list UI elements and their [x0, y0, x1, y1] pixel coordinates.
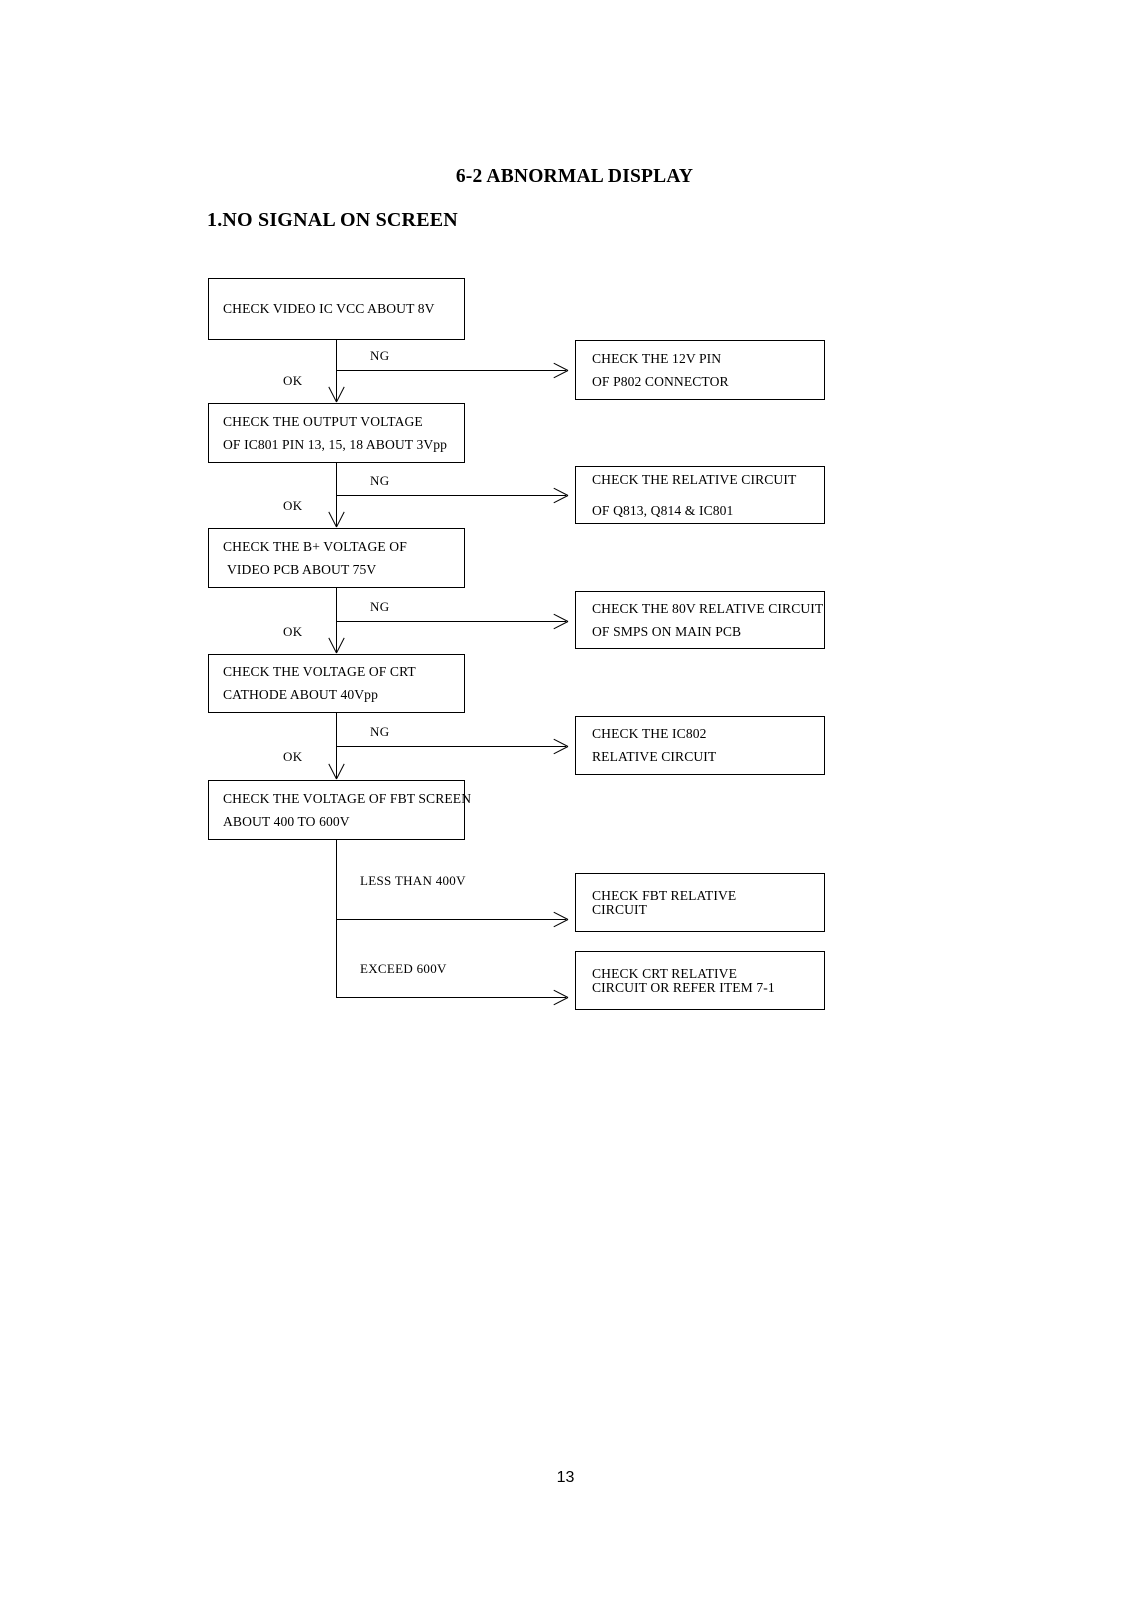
node-text-line: OF SMPS ON MAIN PCB — [592, 623, 742, 639]
node-text-line: OF P802 CONNECTOR — [592, 373, 729, 389]
flow-node-fail4: CHECK THE IC802 RELATIVE CIRCUIT — [575, 716, 825, 775]
flow-node-fail5: CHECK FBT RELATIVE CIRCUIT — [575, 873, 825, 932]
connector-step5-over — [336, 997, 566, 998]
node-text-line: CHECK VIDEO IC VCC ABOUT 8V — [223, 301, 435, 317]
node-text-line: OF Q813, Q814 & IC801 — [592, 502, 734, 518]
flow-node-fail2: CHECK THE RELATIVE CIRCUIT OF Q813, Q814… — [575, 466, 825, 524]
node-text-line: CHECK THE RELATIVE CIRCUIT — [592, 471, 797, 487]
connector-step4-ng — [336, 746, 566, 747]
arrowhead-right-fail6 — [552, 988, 567, 1006]
connector-step3-ng — [336, 621, 566, 622]
connector-step1-ng — [336, 370, 566, 371]
page-title: 6-2 ABNORMAL DISPLAY — [455, 166, 694, 187]
node-text-line: RELATIVE CIRCUIT — [592, 749, 717, 764]
connector-step3-down — [336, 588, 337, 653]
flow-node-step4: CHECK THE VOLTAGE OF CRT CATHODE ABOUT 4… — [208, 654, 465, 713]
arrowhead-down-step5 — [327, 762, 345, 778]
node-text-line: CHECK FBT RELATIVE — [592, 887, 737, 903]
node-text-line: CHECK THE 80V RELATIVE CIRCUIT — [592, 600, 824, 616]
arrowhead-down-step4 — [327, 636, 345, 652]
edge-label-ng-1: NG — [370, 348, 390, 363]
node-text-line: CATHODE ABOUT 40Vpp — [223, 687, 378, 702]
flow-node-fail3: CHECK THE 80V RELATIVE CIRCUIT OF SMPS O… — [575, 591, 825, 649]
node-text-line: OF IC801 PIN 13, 15, 18 ABOUT 3Vpp — [223, 436, 448, 452]
arrowhead-down-step2 — [327, 385, 345, 401]
page-number: 13 — [556, 1469, 575, 1486]
node-text-line: CHECK THE VOLTAGE OF FBT SCREEN — [223, 790, 472, 806]
node-text-line: ABOUT 400 TO 600V — [223, 813, 350, 829]
edge-label-ng-4: NG — [370, 724, 390, 739]
section-title: 1.NO SIGNAL ON SCREEN — [207, 209, 458, 231]
flow-node-step1: CHECK VIDEO IC VCC ABOUT 8V — [208, 278, 465, 340]
flow-node-step5: CHECK THE VOLTAGE OF FBT SCREEN ABOUT 40… — [208, 780, 472, 840]
flow-node-fail1: CHECK THE 12V PIN OF P802 CONNECTOR — [575, 340, 825, 400]
node-text-line: CIRCUIT — [592, 901, 648, 917]
node-text-line: CIRCUIT OR REFER ITEM 7-1 — [592, 979, 775, 995]
connector-step1-down — [336, 340, 337, 402]
arrowhead-right-fail2 — [552, 486, 567, 504]
arrowhead-right-fail3 — [552, 612, 567, 630]
connector-step5-under — [336, 919, 566, 920]
flow-node-step2: CHECK THE OUTPUT VOLTAGE OF IC801 PIN 13… — [208, 403, 465, 463]
flow-node-fail6: CHECK CRT RELATIVE CIRCUIT OR REFER ITEM… — [575, 951, 825, 1010]
node-text-line: CHECK THE OUTPUT VOLTAGE — [223, 413, 423, 429]
edge-label-exceed-600v: EXCEED 600V — [360, 961, 447, 976]
edge-label-ok-2: OK — [283, 498, 303, 513]
node-text-line: CHECK CRT RELATIVE — [592, 965, 737, 981]
edge-label-ng-2: NG — [370, 473, 390, 488]
node-text-line: CHECK THE 12V PIN — [592, 350, 722, 366]
arrowhead-right-fail4 — [552, 737, 567, 755]
edge-label-ok-3: OK — [283, 624, 303, 639]
edge-label-ng-3: NG — [370, 599, 390, 614]
arrowhead-down-step3 — [327, 510, 345, 526]
connector-step2-ng — [336, 495, 566, 496]
arrowhead-right-fail5 — [552, 910, 567, 928]
edge-label-less-than-400v: LESS THAN 400V — [360, 873, 466, 888]
node-text-line: VIDEO PCB ABOUT 75V — [227, 561, 377, 577]
flow-node-step3: CHECK THE B+ VOLTAGE OF VIDEO PCB ABOUT … — [208, 528, 465, 588]
edge-label-ok-1: OK — [283, 373, 303, 388]
node-text-line: CHECK THE IC802 — [592, 726, 707, 742]
edge-label-ok-4: OK — [283, 749, 303, 764]
node-text-line: CHECK THE VOLTAGE OF CRT — [223, 664, 416, 680]
node-text-line: CHECK THE B+ VOLTAGE OF — [223, 538, 407, 554]
arrowhead-right-fail1 — [552, 361, 567, 379]
